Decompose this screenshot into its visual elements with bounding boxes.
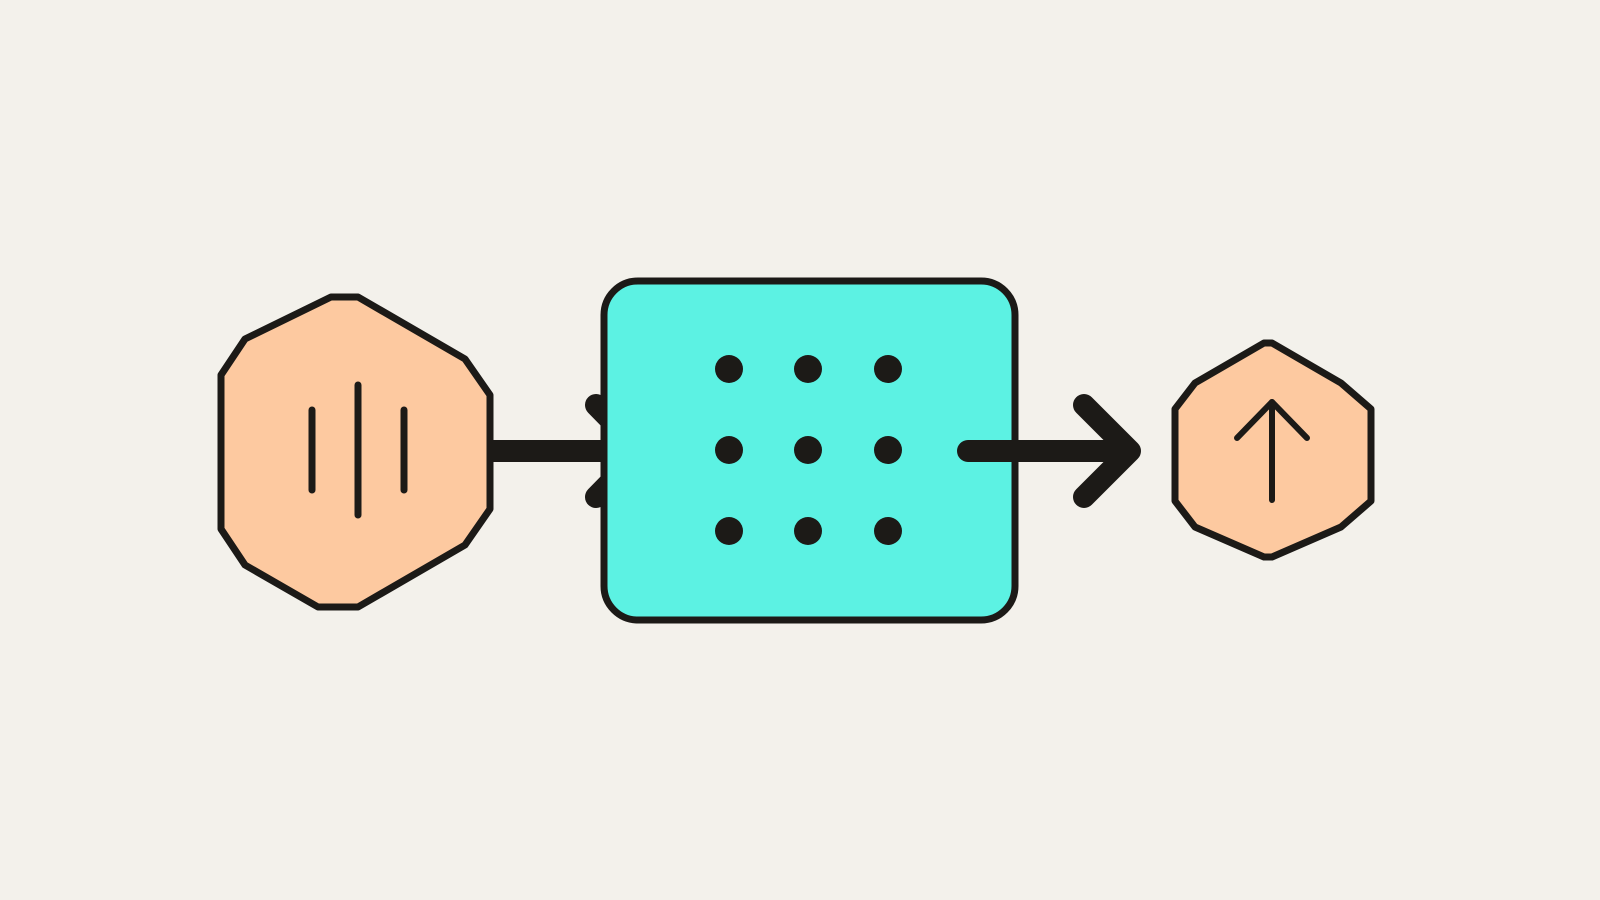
arrow-up-icon — [1234, 399, 1310, 503]
arrowhead-icon — [1073, 394, 1141, 508]
output-node — [1171, 339, 1375, 561]
input-node — [217, 293, 494, 611]
edge-process-to-output — [957, 394, 1141, 508]
vertical-bars-icon — [308, 381, 408, 519]
process-node — [600, 277, 1019, 624]
dot-grid-icon — [715, 355, 902, 545]
